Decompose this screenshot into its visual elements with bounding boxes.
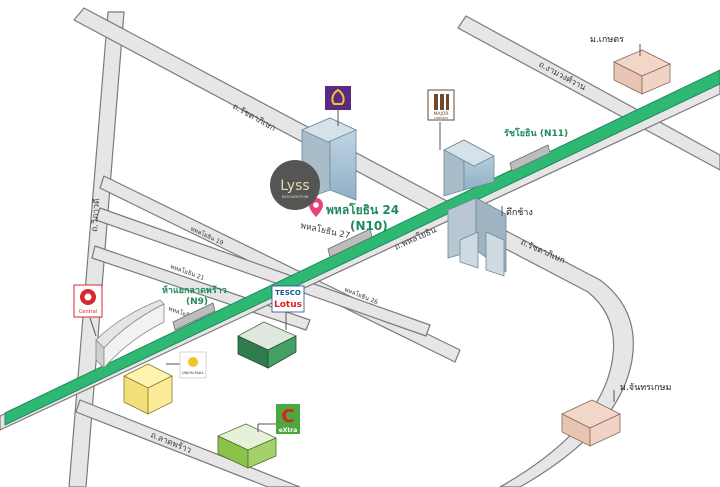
svg-text:Lyss: Lyss <box>280 178 309 194</box>
bts-platform-n9 <box>172 302 216 331</box>
central-logo-icon: Central <box>73 284 103 318</box>
major-logo-icon: MAJOR CINEPLEX <box>427 89 455 121</box>
svg-text:Lotus: Lotus <box>274 300 302 310</box>
bts-platform-n10 <box>327 228 373 258</box>
tesco-lotus-logo-icon: TESCO Lotus <box>271 285 305 313</box>
svg-text:C: C <box>281 406 294 427</box>
label-tuk-chang: ตึกช้าง <box>506 207 533 218</box>
svg-text:TESCO: TESCO <box>275 289 301 297</box>
bigc-logo-icon: C eXtra <box>276 404 300 434</box>
road-soi-b <box>95 207 431 337</box>
building-chandrakasem <box>561 390 621 447</box>
station-n10-name: พหลโยธิน 24 <box>326 202 399 217</box>
building-bigc <box>217 423 277 469</box>
label-kasetsart: ม.เกษตร <box>590 35 624 45</box>
label-ngam-wong-wan: ถ.งามวงศ์วาน <box>537 59 588 93</box>
bank-logo-icon <box>325 86 351 110</box>
svg-text:eXtra: eXtra <box>279 427 298 434</box>
building-central <box>89 299 165 370</box>
svg-text:RATCHAYOTHIN: RATCHAYOTHIN <box>282 195 309 199</box>
building-tesco <box>237 312 297 369</box>
bts-line <box>4 69 720 426</box>
label-phahonyothin-27: พหลโยธิน 27 <box>299 220 351 241</box>
building-elephant <box>447 197 507 277</box>
svg-text:MAJOR: MAJOR <box>434 111 449 117</box>
station-n9-code: (N9) <box>186 297 208 307</box>
building-major <box>439 122 495 197</box>
station-n9-name: ห้าแยกลาดพร้าว <box>162 285 227 296</box>
station-n10-code: (N10) <box>350 219 388 233</box>
bts-platform-n11 <box>509 144 551 172</box>
lyss-logo: Lyss RATCHAYOTHIN <box>270 160 320 210</box>
label-chandrakasem: ม.จันทรเกษม <box>620 383 671 393</box>
label-vibhavadi: ถ.วิภาวดี <box>89 198 102 232</box>
union-mall-logo-icon: UNION MALL <box>179 351 207 379</box>
svg-text:CINEPLEX: CINEPLEX <box>434 116 449 120</box>
station-n11-label: รัชโยธิน (N11) <box>504 127 568 139</box>
building-union-mall <box>123 363 182 415</box>
svg-text:UNION MALL: UNION MALL <box>182 371 204 375</box>
svg-text:Central: Central <box>79 309 97 315</box>
building-kasetsart <box>613 44 671 95</box>
